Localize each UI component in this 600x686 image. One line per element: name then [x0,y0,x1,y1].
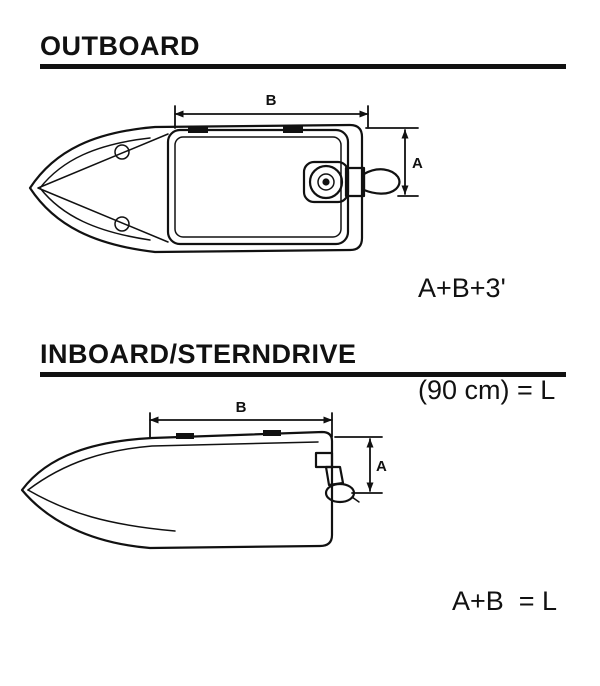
gunwale-fitting-2 [263,430,281,436]
drive-skeg [351,496,360,503]
gunwale-fitting-1 [176,433,194,439]
cockpit-inner-outline [174,136,342,238]
formula-line: A+B = L [452,586,558,616]
boat-hull [20,430,334,550]
motor-flywheel-inner [317,173,335,191]
gunwale-inner-line [27,441,319,491]
motor-center [322,178,330,186]
dimension-b-inboard: B [149,399,333,439]
inboard-boat-drawing: B A [20,399,387,550]
drive-leg [324,465,345,487]
deck-fitting-bottom [114,216,130,232]
dim-b-label: B [236,399,247,416]
outboard-motor [302,160,401,204]
boat-measurement-diagram: OUTBOARD B [20,31,566,616]
outboard-title-underline [40,64,566,69]
dim-b-label: B [266,92,277,109]
deck-fitting-top [114,144,130,160]
dimension-b-outboard: B [174,92,369,129]
bow-inner-line-bottom [39,187,151,241]
chine-line [27,489,176,532]
bow-deck-seams [37,133,169,243]
outboard-title: OUTBOARD [40,31,200,61]
motor-cowling [302,160,350,204]
cockpit-outline [166,128,350,246]
motor-lower-unit [362,168,401,195]
formula-line: (90 cm) = L [418,375,556,405]
hull-outline [20,430,334,550]
hull-outline [28,123,364,254]
inboard-title: INBOARD/STERNDRIVE [40,339,357,369]
inboard-formula: A+B = L [452,516,557,686]
motor-flywheel-outer [308,164,344,200]
dimension-a-outboard: A [365,127,423,197]
sterndrive-unit [314,451,360,504]
gunwale-fitting-1 [188,126,208,133]
outboard-formula: A+B+3' (90 cm) = L [418,203,555,475]
formula-line: A+B+3' [418,273,506,303]
drive-bracket [314,451,334,469]
inboard-title-underline [40,372,566,377]
outboard-boat-drawing: B A [28,92,423,254]
bow-inner-line-top [39,137,151,189]
drive-lower-unit [324,482,356,504]
gunwale-fitting-2 [283,126,303,133]
dim-a-label: A [412,155,423,172]
dimension-a-inboard: A [334,436,387,494]
dim-a-label: A [376,458,387,475]
